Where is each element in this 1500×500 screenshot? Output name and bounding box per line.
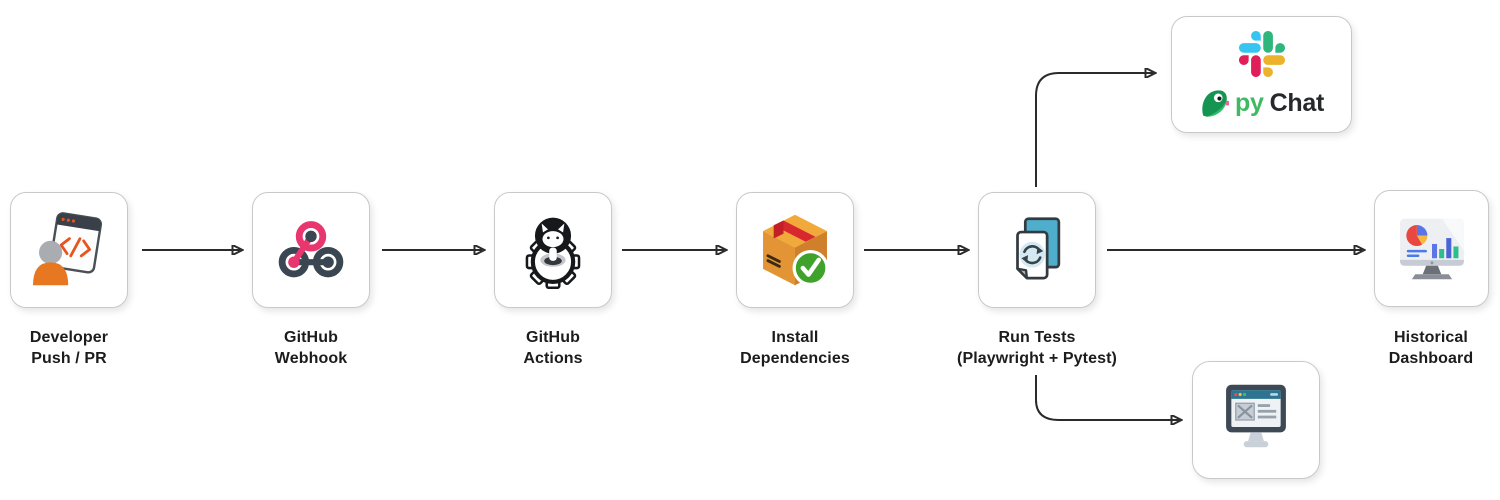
- node-run-tests: [978, 192, 1096, 308]
- node-label-developer: Developer Push / PR: [0, 327, 179, 369]
- node-github-webhook: [252, 192, 370, 308]
- test-documents-sync-icon: [1016, 217, 1061, 280]
- label-line-2: Actions: [523, 350, 583, 367]
- pychat-brand-suffix: Chat: [1269, 88, 1325, 117]
- label-line-1: Historical: [1394, 329, 1468, 346]
- package-check-icon: [763, 214, 829, 287]
- node-label-run-tests: Run Tests (Playwright + Pytest): [907, 327, 1167, 369]
- node-test-report: [1192, 361, 1320, 479]
- slack-logo-icon: [1238, 31, 1285, 77]
- arrow-runtests-to-report: [1035, 375, 1179, 420]
- pychat-brand-prefix: py: [1235, 88, 1264, 117]
- label-line-1: Developer: [29, 329, 109, 346]
- github-actions-gear-octocat-icon: [525, 217, 581, 290]
- node-label-install-dependencies: Install Dependencies: [685, 327, 905, 369]
- label-line-1: GitHub: [526, 329, 580, 346]
- node-label-github-webhook: GitHub Webhook: [201, 327, 421, 369]
- label-line-2: Dependencies: [740, 350, 850, 367]
- developer-code-window-icon: [33, 212, 103, 286]
- node-historical-dashboard: [1374, 190, 1489, 307]
- webhook-icon: [278, 221, 344, 278]
- node-developer: [10, 192, 128, 308]
- node-label-github-actions: GitHub Actions: [443, 327, 663, 369]
- label-line-2: (Playwright + Pytest): [957, 350, 1117, 367]
- label-line-2: Webhook: [274, 350, 348, 367]
- label-line-1: Install: [771, 329, 819, 346]
- parrot-icon: [1202, 90, 1230, 117]
- label-line-1: GitHub: [284, 329, 338, 346]
- arrow-runtests-to-pychat: [1035, 73, 1153, 187]
- label-line-2: Dashboard: [1388, 350, 1474, 367]
- node-label-historical-dashboard: Historical Dashboard: [1321, 327, 1500, 369]
- analytics-monitor-icon: [1399, 218, 1464, 279]
- label-line-1: Run Tests: [998, 329, 1076, 346]
- node-install-dependencies: [736, 192, 854, 308]
- label-line-2: Push / PR: [31, 350, 107, 367]
- node-github-actions: [494, 192, 612, 308]
- report-monitor-icon: [1226, 384, 1286, 448]
